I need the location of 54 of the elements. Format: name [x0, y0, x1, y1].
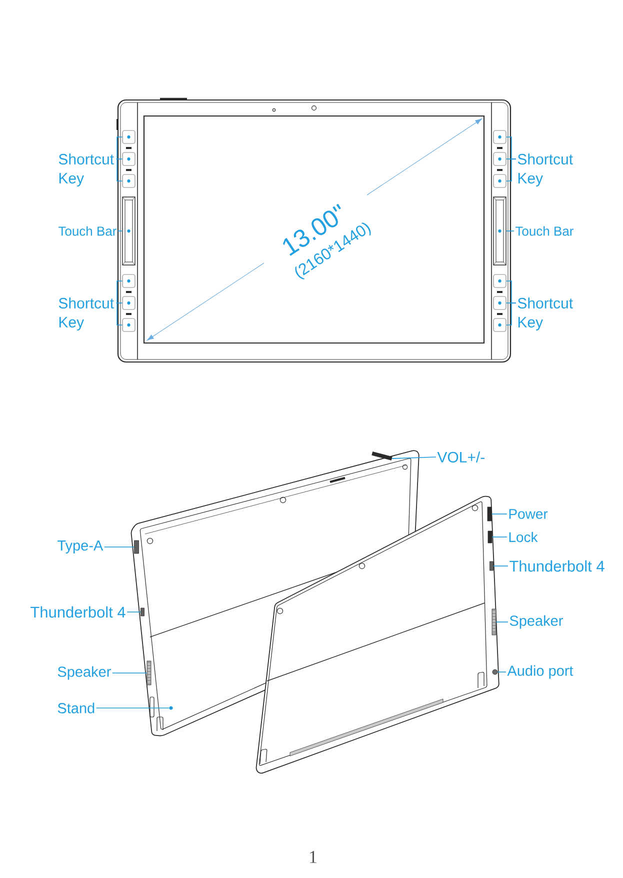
speaker-grille	[492, 608, 496, 636]
leader-line	[506, 302, 516, 326]
callout-label: Stand	[58, 702, 94, 714]
callout-label: Shortcut Key	[58, 298, 114, 330]
callout-label: Shortcut Key	[518, 154, 573, 186]
page-number: 1	[310, 851, 316, 863]
touch-bar	[122, 196, 136, 266]
shortcut-key	[122, 318, 136, 332]
top-button	[372, 452, 392, 460]
shortcut-key	[122, 152, 136, 166]
port	[140, 608, 144, 616]
callout-label: Thunderbolt 4	[30, 606, 126, 618]
port	[490, 561, 494, 571]
callout-label: Power	[509, 509, 548, 519]
leader-line	[118, 230, 123, 232]
callout-label: Speaker	[58, 666, 111, 680]
shortcut-key	[493, 296, 506, 310]
shortcut-key	[493, 318, 506, 332]
leader-line	[116, 280, 123, 304]
shortcut-key	[122, 274, 136, 288]
speaker-grille	[146, 660, 152, 686]
callout-label: Touch Bar	[58, 226, 116, 236]
side-button	[487, 506, 492, 522]
callout-label: Shortcut Key	[58, 154, 114, 186]
leader-line	[116, 302, 123, 304]
leader-line	[391, 456, 436, 459]
leader-line	[492, 536, 508, 538]
leader-line	[116, 302, 123, 326]
port	[134, 540, 139, 554]
shortcut-key	[493, 152, 506, 166]
side-button	[488, 530, 492, 544]
callout-label: VOL+/-	[437, 451, 484, 462]
touch-bar	[493, 196, 506, 266]
leader-line	[104, 546, 134, 548]
leader-line	[506, 158, 516, 182]
shortcut-key	[493, 174, 506, 188]
shortcut-key	[122, 130, 136, 144]
callout-label: Thunderbolt 4	[510, 560, 604, 572]
shortcut-key	[493, 130, 506, 144]
leader-line	[116, 158, 123, 160]
shortcut-key	[122, 296, 136, 310]
callout-label: Lock	[509, 532, 538, 542]
audio-jack	[492, 669, 498, 675]
leader-line	[506, 230, 514, 232]
shortcut-key	[493, 274, 506, 288]
leader-line	[116, 136, 123, 160]
leader-line	[112, 672, 148, 674]
shortcut-key	[122, 174, 136, 188]
callout-label: Audio port	[507, 665, 574, 679]
leader-line	[116, 158, 123, 182]
callout-label: Shortcut Key	[518, 298, 573, 330]
callout-label: Type-A	[58, 540, 104, 554]
callout-label: Speaker	[510, 615, 563, 629]
callout-label: Touch Bar	[516, 226, 574, 236]
